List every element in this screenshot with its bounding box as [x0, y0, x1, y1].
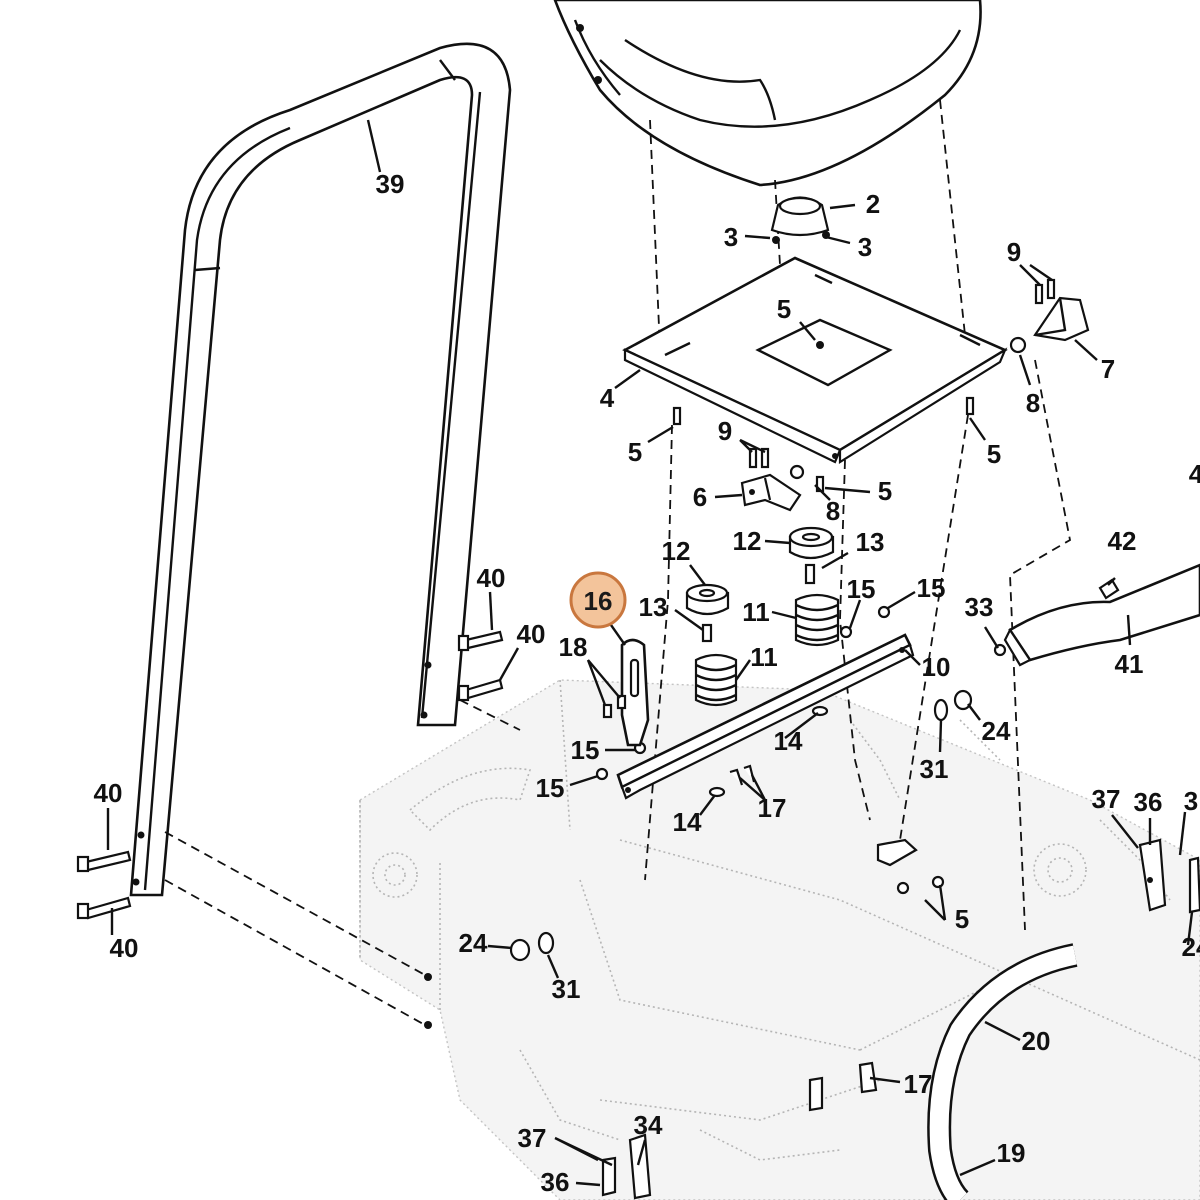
callout-40: 40 [110, 933, 139, 963]
seat-guides [644, 99, 1072, 931]
callout-40: 40 [94, 778, 123, 808]
callout-37: 37 [518, 1123, 547, 1153]
callout-6: 6 [693, 482, 707, 512]
callout-13: 13 [639, 592, 668, 622]
callout-24: 24 [459, 928, 488, 958]
callout-3: 3 [858, 232, 872, 262]
roll-bar [129, 42, 512, 897]
callout-17: 17 [758, 793, 787, 823]
highlight-callout-badge[interactable] [569, 571, 627, 629]
callout-18: 18 [559, 632, 588, 662]
seat-plate [622, 256, 1008, 464]
callout-3-edge: 3 [1184, 786, 1198, 816]
callout-2: 2 [866, 189, 880, 219]
callout-17: 17 [904, 1069, 933, 1099]
callout-9: 9 [1007, 237, 1021, 267]
callout-24: 24 [982, 716, 1011, 746]
callout-11: 11 [742, 597, 770, 627]
callout-41: 41 [1115, 649, 1144, 679]
callout-5: 5 [628, 437, 642, 467]
plate-screws [672, 396, 975, 493]
right-hardware [601, 838, 1200, 1200]
callout-13: 13 [856, 527, 885, 557]
screws-18 [602, 694, 627, 719]
callout-5: 5 [777, 294, 791, 324]
bracket-6 [740, 447, 805, 512]
callout-40: 40 [477, 563, 506, 593]
callout-14: 14 [673, 807, 702, 837]
seat-switch [770, 196, 830, 244]
rollbar-guides [164, 699, 521, 1029]
callout-4: 4 [1189, 459, 1200, 489]
callout-labels: 39 2 3 3 9 5 7 4 8 5 9 5 6 8 5 4 12 13 1… [94, 169, 1200, 1197]
rollbar-bolts [76, 630, 504, 920]
callout-42: 42 [1108, 526, 1137, 556]
seat [553, 0, 982, 187]
callout-36: 36 [1134, 787, 1163, 817]
callout-37: 37 [1092, 784, 1121, 814]
callout-8: 8 [1026, 388, 1040, 418]
bracket-lower [876, 838, 945, 895]
callout-5: 5 [955, 904, 969, 934]
callout-15: 15 [917, 573, 946, 603]
callout-16-highlighted[interactable]: 16 [584, 586, 613, 616]
callout-15: 15 [847, 574, 876, 604]
washers-14 [708, 705, 829, 798]
callout-15: 15 [536, 773, 565, 803]
callout-14: 14 [774, 726, 803, 756]
callout-40: 40 [517, 619, 546, 649]
callout-15: 15 [571, 735, 600, 765]
hose [927, 943, 1078, 1200]
callout-36: 36 [541, 1167, 570, 1197]
leader-lines [106, 119, 1194, 1187]
callout-34: 34 [634, 1110, 663, 1140]
crossbar [616, 633, 915, 800]
callout-33: 33 [965, 592, 994, 622]
callout-8: 8 [826, 496, 840, 526]
callout-31: 31 [920, 754, 949, 784]
callout-4: 4 [600, 383, 615, 413]
callout-9: 9 [718, 416, 732, 446]
callout-31: 31 [552, 974, 581, 1004]
callout-11: 11 [750, 642, 778, 672]
callout-19: 19 [997, 1138, 1026, 1168]
handle-tube [1003, 563, 1200, 667]
bracket-7 [1009, 278, 1090, 354]
frame-chassis-ghost [359, 679, 1200, 1200]
callout-20: 20 [1022, 1026, 1051, 1056]
callout-7: 7 [1101, 354, 1115, 384]
callout-3: 3 [724, 222, 738, 252]
callout-5: 5 [987, 439, 1001, 469]
callout-12: 12 [733, 526, 762, 556]
callout-12: 12 [662, 536, 691, 566]
callout-24-edge: 24 [1182, 932, 1200, 962]
adjust-lever [620, 638, 650, 747]
spring-suspension [595, 526, 891, 781]
hardware-24-31 [509, 643, 1007, 962]
callout-39: 39 [376, 169, 405, 199]
callout-5: 5 [878, 476, 892, 506]
callout-10: 10 [922, 652, 951, 682]
